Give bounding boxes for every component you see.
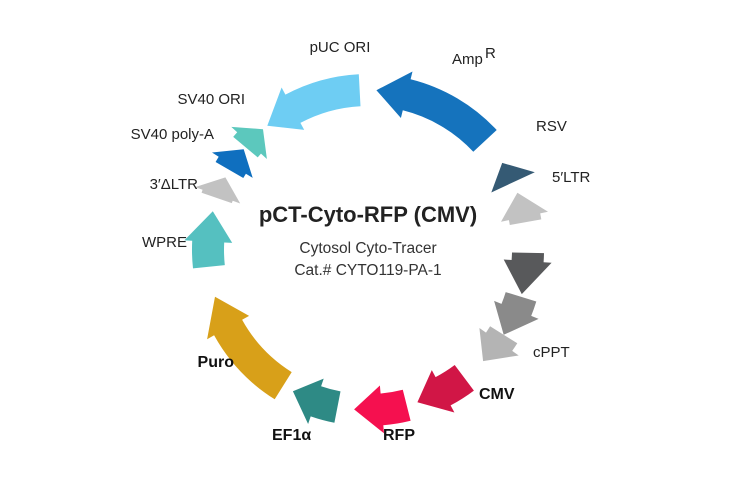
feature-arrow-amp — [376, 71, 497, 152]
feature-arrow-sv40pa — [212, 149, 253, 178]
feature-arrow-rsv — [491, 162, 535, 193]
feature-arrow-ltr5 — [501, 192, 548, 225]
feature-arrow-ef1a — [292, 378, 341, 424]
feature-label-wpre: WPRE — [142, 234, 187, 251]
feature-label-puc: pUC ORI — [310, 39, 371, 56]
feature-label-sup-amp: R — [485, 45, 496, 62]
feature-label-amp: Amp — [452, 51, 483, 68]
feature-arrow-ltr3 — [195, 177, 241, 204]
feature-label-sv40ori: SV40 ORI — [177, 91, 245, 108]
plasmid-title: pCT-Cyto-RFP (CMV) — [259, 202, 477, 227]
feature-arrow-sv40ori — [231, 126, 267, 159]
feature-arrow-rre — [494, 292, 539, 335]
feature-arrow-cmv — [417, 365, 474, 413]
feature-label-ltr5: 5′LTR — [552, 169, 591, 186]
feature-label-rsv: RSV — [536, 118, 567, 135]
feature-arrow-rfp — [354, 385, 411, 434]
plasmid-catalog: Cat.# CYTO119-PA-1 — [294, 262, 441, 279]
feature-arrow-gag — [503, 252, 552, 295]
feature-label-puro: Puro — [198, 354, 235, 371]
feature-label-ltr3: 3′ΔLTR — [150, 176, 199, 193]
feature-arrow-puro — [207, 296, 292, 400]
feature-label-cmv: CMV — [479, 386, 515, 403]
plasmid-subtitle: Cytosol Cyto-Tracer — [299, 240, 436, 257]
feature-label-sv40pa: SV40 poly-A — [131, 126, 214, 143]
feature-label-rfp: RFP — [383, 427, 415, 444]
feature-label-ef1a: EF1α — [272, 427, 311, 444]
feature-arrow-puc — [267, 74, 361, 130]
feature-label-cppt: cPPT — [533, 344, 570, 361]
feature-arrow-cppt — [479, 326, 519, 362]
feature-arrow-wpre — [184, 211, 233, 269]
